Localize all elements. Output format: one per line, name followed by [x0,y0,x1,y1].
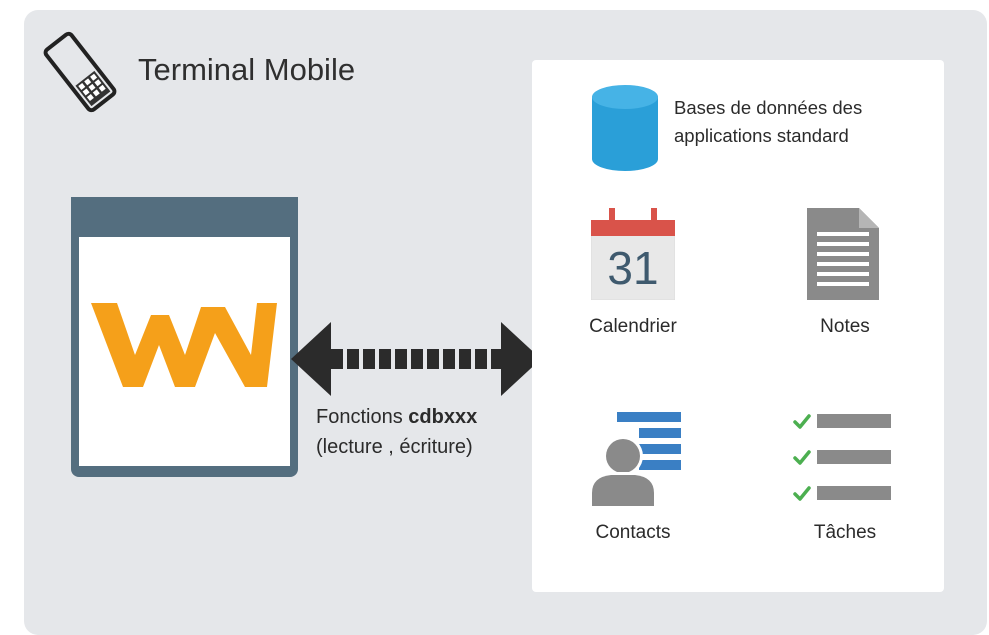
database-label: Bases de données des applications standa… [674,94,914,150]
calendar-icon: 31 [591,208,675,300]
functions-prefix: Fonctions [316,406,409,428]
contacts-app: Contacts [553,412,713,552]
tasks-app: Tâches [765,412,925,552]
database-label-line1: Bases de données des [674,97,863,118]
application-window-content [79,237,290,466]
contacts-icon [589,412,681,506]
mobile-phone-icon [43,31,117,113]
diagram-title: Terminal Mobile [138,52,356,87]
calendar-label: Calendrier [589,316,677,337]
notes-app: Notes [765,208,925,358]
bidirectional-arrow [291,322,541,396]
calendar-day: 31 [607,242,658,294]
wm-logo-icon [91,303,277,387]
functions-label: Fonctions cdbxxx (lecture , écriture) [316,402,477,462]
functions-name: cdbxxx [408,406,478,428]
functions-detail: (lecture , écriture) [316,436,473,458]
contacts-label: Contacts [595,522,671,543]
calendar-app: 31 Calendrier [553,208,713,358]
notes-label: Notes [820,316,870,337]
standard-apps-panel: Bases de données des applications standa… [532,60,944,592]
tasks-label: Tâches [813,522,877,543]
database-label-line2: applications standard [674,125,849,146]
notes-icon [807,208,879,300]
windev-mobile-application-window [71,197,298,477]
database-icon [592,85,658,171]
tasks-icon [793,414,891,501]
